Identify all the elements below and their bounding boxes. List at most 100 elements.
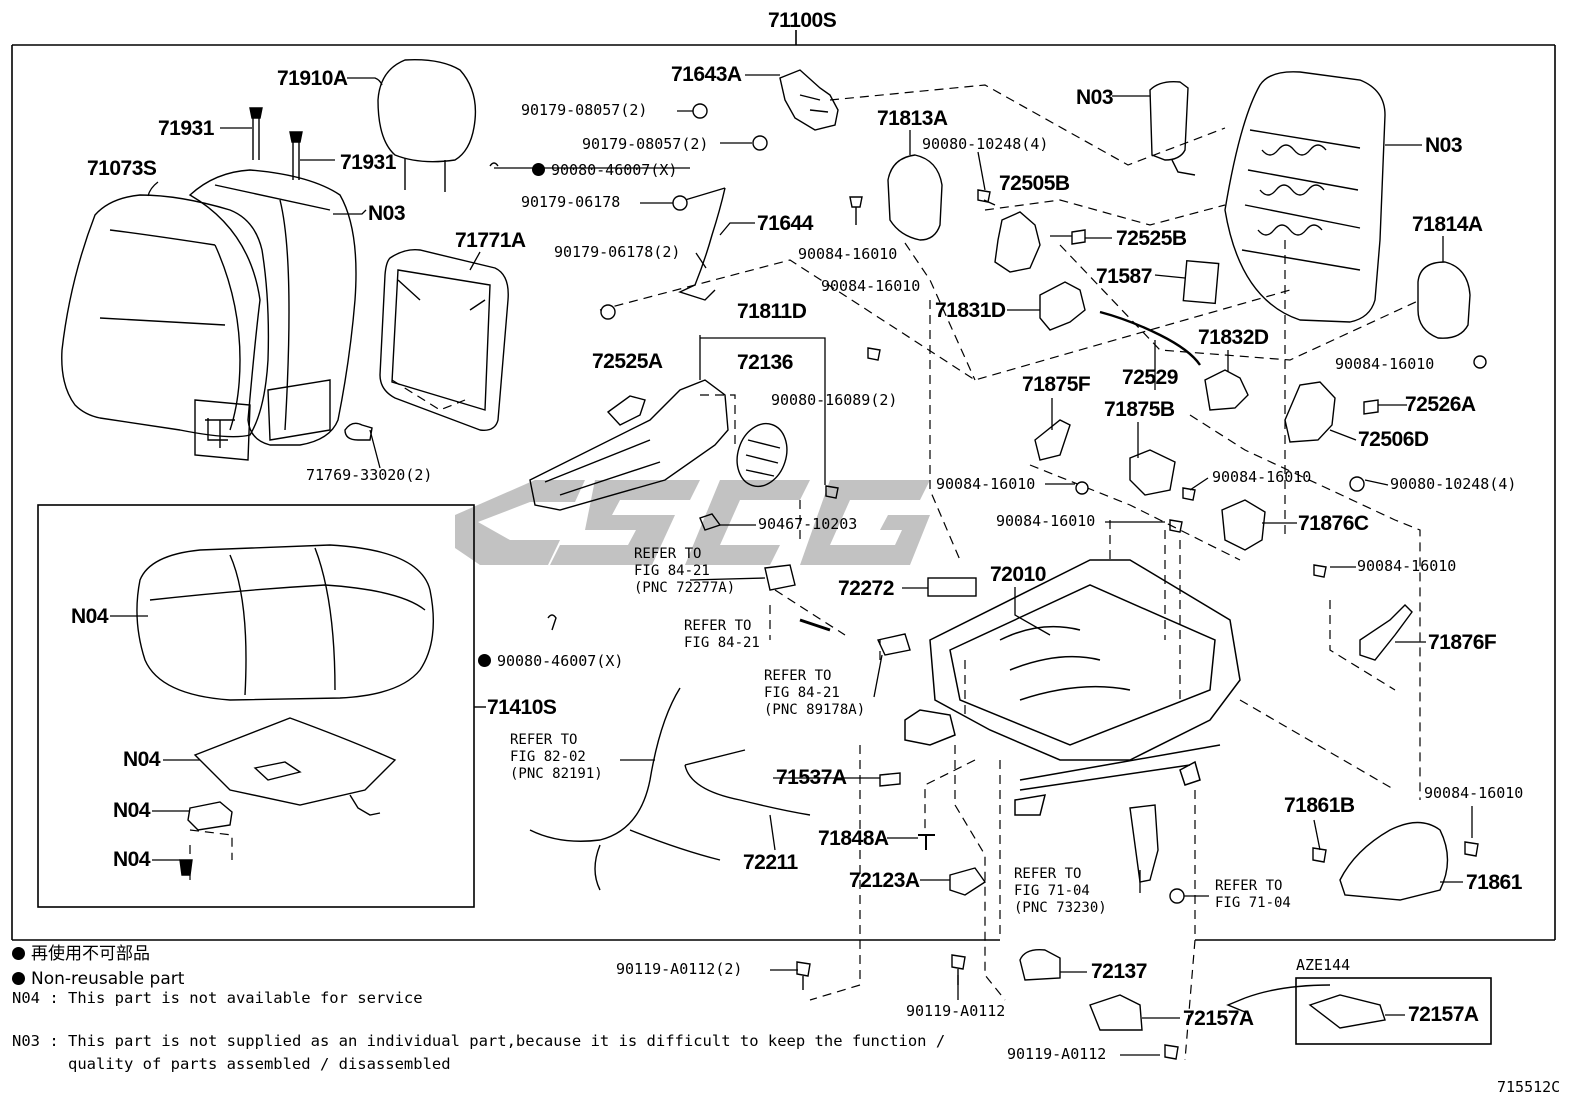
part-label-71769-33020(2): 71769-33020(2) xyxy=(306,466,433,484)
seatback-frame xyxy=(1224,71,1386,323)
sensor-module xyxy=(179,801,233,876)
part-label-71861b: 71861B xyxy=(1284,794,1355,817)
cover-71832D xyxy=(1204,369,1249,411)
part-label-71814a: 71814A xyxy=(1412,213,1483,236)
refer-to-line: REFER TO xyxy=(684,618,752,634)
part-label-90084-16010: 90084-16010 xyxy=(821,277,921,295)
recliner-72505B xyxy=(994,211,1041,273)
part-label-72211: 72211 xyxy=(743,851,798,874)
seatback-cover xyxy=(61,194,270,461)
part-label-90080-46007(x): 90080-46007(X) xyxy=(478,654,623,669)
note-n04: N04 : This part is not available for ser… xyxy=(12,989,423,1007)
leader-lines xyxy=(110,74,1473,1056)
part-label-90084-16010: 90084-16010 xyxy=(1357,557,1457,575)
part-label-90084-16010: 90084-16010 xyxy=(1335,355,1435,373)
bullet-icon xyxy=(12,972,25,985)
refer-to-line: REFER TO xyxy=(1014,866,1082,882)
note-n03-line2: quality of parts assembled / disassemble… xyxy=(12,1055,451,1073)
part-label-71931: 71931 xyxy=(340,151,396,174)
back-board xyxy=(379,248,509,431)
buckle-73230 xyxy=(1129,804,1159,883)
refer-to-line: (PNC 89178A) xyxy=(764,702,866,718)
legend-english: Non-reusable part xyxy=(12,971,184,988)
assembly-label: 71100S xyxy=(768,9,837,32)
part-label-71771a: 71771A xyxy=(455,229,526,252)
part-label-90179-06178(2): 90179-06178(2) xyxy=(554,243,681,261)
screw-icons xyxy=(489,162,1479,1060)
non-reusable-bullet-icon xyxy=(532,163,545,176)
refer-to-line: FIG 82-02 xyxy=(510,749,586,765)
part-label-71875f: 71875F xyxy=(1022,373,1091,396)
cover-72157A-inset xyxy=(1308,994,1386,1029)
wire-harness-82191 xyxy=(529,687,721,891)
part-label-72525a: 72525A xyxy=(592,350,663,373)
arrow-icon xyxy=(1226,997,1246,1013)
figure-code: 715512C xyxy=(1497,1078,1561,1096)
bracket-72123A xyxy=(949,867,986,896)
bullet-icon xyxy=(12,947,25,960)
part-label-71587: 71587 xyxy=(1096,265,1152,288)
part-label-71644: 71644 xyxy=(757,212,813,235)
headrest-guide xyxy=(249,107,303,180)
part-label-71876f: 71876F xyxy=(1428,631,1497,654)
bolt-71848A xyxy=(918,834,935,850)
part-label-90080-10248(4): 90080-10248(4) xyxy=(1390,475,1517,493)
part-label-90084-16010: 90084-16010 xyxy=(1424,784,1524,802)
part-label-90179-08057(2): 90179-08057(2) xyxy=(521,101,648,119)
part-label-71643a: 71643A xyxy=(671,63,742,86)
refer-to-line: REFER TO xyxy=(764,668,832,684)
part-label-90080-16089(2): 90080-16089(2) xyxy=(771,391,898,409)
part-label-72529: 72529 xyxy=(1122,366,1178,389)
part-label-n04: N04 xyxy=(71,605,109,628)
cover-71861 xyxy=(1339,821,1449,901)
recliner-72506D xyxy=(1284,381,1336,443)
clip-72272 xyxy=(927,577,977,597)
refer-to-line: FIG 84-21 xyxy=(634,563,710,579)
part-label-90119-a0112: 90119-A0112 xyxy=(1007,1045,1107,1063)
refer-to-line: REFER TO xyxy=(634,546,702,562)
part-label-90119-a0112: 90119-A0112 xyxy=(906,1002,1006,1020)
cover-71875B xyxy=(1129,449,1176,496)
part-label-71876c: 71876C xyxy=(1298,512,1369,535)
cover-71875F xyxy=(1034,419,1071,461)
part-label-71537a: 71537A xyxy=(776,766,847,789)
part-label-90179-06178: 90179-06178 xyxy=(521,193,621,211)
clip-72526A xyxy=(1363,399,1379,415)
part-label-71931: 71931 xyxy=(158,117,214,140)
part-label-72010: 72010 xyxy=(990,563,1046,586)
refer-to-line: REFER TO xyxy=(510,732,578,748)
cover-72157A xyxy=(1089,994,1143,1031)
part-label-71813a: 71813A xyxy=(877,107,948,130)
wire-harness-72211 xyxy=(684,749,811,816)
part-label-90084-16010: 90084-16010 xyxy=(996,512,1096,530)
part-label-90119-a0112(2): 90119-A0112(2) xyxy=(616,960,743,978)
part-label-90080-10248(4): 90080-10248(4) xyxy=(922,135,1049,153)
cover-71831D xyxy=(1039,281,1086,331)
top-pad xyxy=(1149,80,1196,176)
refer-to-line: FIG 84-21 xyxy=(684,635,760,651)
part-label-n03: N03 xyxy=(1425,134,1463,157)
note-n03-line1: N03 : This part is not supplied as an in… xyxy=(12,1032,946,1050)
part-label-90084-16010: 90084-16010 xyxy=(798,245,898,263)
part-label-90467-10203: 90467-10203 xyxy=(758,515,858,533)
part-label-72505b: 72505B xyxy=(999,172,1070,195)
part-label-n04: N04 xyxy=(113,799,151,822)
assembly-frame xyxy=(11,30,1556,941)
part-label-71910a: 71910A xyxy=(277,67,348,90)
part-label-72526a: 72526A xyxy=(1405,393,1476,416)
aze144-inset-box xyxy=(1295,977,1492,1045)
part-label-n04: N04 xyxy=(113,848,151,871)
side-cover-71814A xyxy=(1417,261,1471,339)
refer-to-line: (PNC 73230) xyxy=(1014,900,1107,916)
lever-knob xyxy=(736,422,788,488)
cover-72137 xyxy=(1019,949,1061,981)
dashed-guide-lines xyxy=(189,84,1421,1061)
fasteners xyxy=(600,103,1487,904)
refer-to-line: FIG 71-04 xyxy=(1215,895,1291,911)
rod-72529 xyxy=(1099,310,1201,366)
